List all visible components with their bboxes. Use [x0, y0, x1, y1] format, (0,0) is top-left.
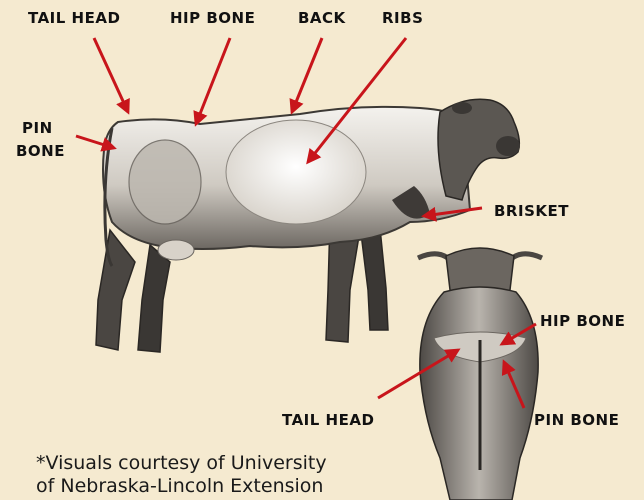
arrow-hip-bone-top — [196, 38, 230, 124]
label-hip-bone-rear: HIP BONE — [540, 313, 625, 330]
side-hind-leg — [96, 230, 135, 350]
credit-line-2: of Nebraska-Lincoln Extension — [36, 475, 356, 498]
arrow-back — [292, 38, 322, 112]
label-tail-head-top: TAIL HEAD — [28, 10, 120, 27]
image-credit: *Visuals courtesy of University of Nebra… — [36, 452, 356, 498]
side-front-leg-far — [360, 225, 388, 330]
credit-line-1: *Visuals courtesy of University — [36, 452, 356, 475]
label-tail-head-rear: TAIL HEAD — [282, 412, 374, 429]
label-ribs: RIBS — [382, 10, 423, 27]
label-brisket: BRISKET — [494, 203, 569, 220]
side-barrel — [226, 120, 366, 224]
rear-view-cow — [418, 248, 542, 500]
label-hip-bone-top: HIP BONE — [170, 10, 255, 27]
side-muzzle — [496, 136, 520, 156]
side-rump — [129, 140, 201, 224]
side-ear — [452, 102, 472, 114]
label-pin-bone-side-line1: PIN — [22, 120, 53, 137]
side-udder — [158, 240, 194, 260]
label-pin-bone-side-line2: BONE — [16, 143, 65, 160]
label-pin-bone-rear: PIN BONE — [534, 412, 619, 429]
label-back: BACK — [298, 10, 346, 27]
arrow-tail-head-top — [94, 38, 128, 112]
side-hind-leg-far — [138, 245, 170, 352]
